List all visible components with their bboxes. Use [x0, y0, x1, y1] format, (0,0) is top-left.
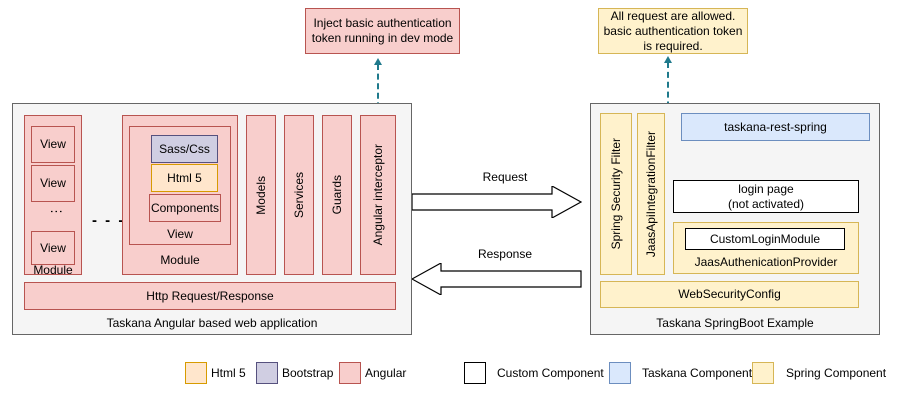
- module-b-item-components-label: Components: [150, 200, 220, 215]
- request-arrow-label: Request: [430, 170, 580, 184]
- web-security-config-label: WebSecurityConfig: [678, 287, 781, 301]
- column-guards: Guards: [322, 115, 352, 275]
- response-arrow-label: Response: [430, 247, 580, 261]
- column-services-label: Services: [291, 171, 306, 218]
- module-b-item-html5: Html 5: [151, 164, 218, 192]
- module-a-view-3-label: View: [40, 240, 66, 255]
- legend-swatch-html5: [185, 362, 207, 384]
- dashed-arrow-head-right: [664, 56, 672, 63]
- right-panel-caption-text: Taskana SpringBoot Example: [656, 316, 814, 330]
- login-page-line-1: login page: [738, 181, 794, 196]
- left-panel-caption: Taskana Angular based web application: [12, 316, 412, 330]
- column-angular-interceptor: Angular interceptor: [360, 115, 396, 275]
- module-b-view-label: View: [167, 227, 193, 241]
- legend-swatch-custom-component: [464, 362, 486, 384]
- module-b-item-html5-label: Html 5: [167, 170, 202, 185]
- module-b-view-label-wrap: View: [129, 227, 231, 242]
- response-arrow: [412, 263, 582, 295]
- taskana-rest-spring-label: taskana-rest-spring: [724, 119, 827, 134]
- column-angular-interceptor-label: Angular interceptor: [370, 144, 385, 246]
- jaas-authentication-provider-label-wrap: JaasAuthenicationProvider: [673, 253, 859, 271]
- legend-label-taskana-component: Taskana Component: [642, 362, 752, 384]
- module-b-label-wrap: Module: [122, 253, 238, 268]
- http-request-response-bar: Http Request/Response: [24, 282, 396, 310]
- legend-label-angular: Angular: [365, 362, 406, 384]
- custom-login-module-box: CustomLoginModule: [685, 228, 845, 250]
- module-a-ellipsis: ⋮: [49, 205, 64, 219]
- module-b-item-components: Components: [149, 194, 221, 222]
- module-b-label: Module: [160, 253, 200, 267]
- module-a-view-1-label: View: [40, 137, 66, 151]
- left-panel-caption-text: Taskana Angular based web application: [106, 316, 318, 330]
- filter-spring-security-label: Spring Security Filter: [608, 138, 623, 250]
- response-arrow-text: Response: [477, 247, 533, 261]
- legend-label-html5: Html 5: [211, 362, 246, 384]
- legend-label-bootstrap: Bootstrap: [282, 362, 333, 384]
- login-page-box: login page (not activated): [673, 180, 859, 213]
- module-a-view-2: View: [31, 165, 75, 202]
- modules-separator-glyph: - - -: [92, 212, 126, 229]
- module-b-item-sass-css: Sass/Css: [151, 135, 218, 163]
- legend-swatch-angular: [339, 362, 361, 384]
- jaas-authentication-provider-label: JaasAuthenicationProvider: [694, 254, 838, 269]
- dashed-arrow-head-left: [374, 58, 382, 65]
- dashed-connector-left: [377, 64, 379, 118]
- request-arrow-text: Request: [482, 170, 528, 184]
- legend-label-spring-component: Spring Component: [786, 362, 886, 384]
- legend-label-custom-component: Custom Component: [497, 362, 604, 384]
- custom-login-module-label: CustomLoginModule: [709, 231, 821, 246]
- module-a-label: Module: [33, 262, 73, 277]
- modules-separator-ellipsis: - - -: [92, 212, 125, 229]
- callout-left-text: Inject basic authentication token runnin…: [311, 16, 454, 45]
- right-panel-caption: Taskana SpringBoot Example: [590, 316, 880, 330]
- column-guards-label: Guards: [329, 175, 344, 215]
- legend-label-spring-component-text: Spring Component: [786, 366, 887, 380]
- module-a-ellipsis-glyph: ⋮: [49, 205, 64, 219]
- legend-label-bootstrap-text: Bootstrap: [282, 366, 334, 380]
- module-a-view-3: View: [31, 231, 75, 265]
- column-models: Models: [246, 115, 276, 275]
- filter-jaas-api-integration: JaasApiIntegrationFilter: [637, 113, 665, 275]
- legend-label-html5-text: Html 5: [211, 366, 246, 380]
- module-a-view-2-label: View: [40, 176, 66, 190]
- module-a-view-1: View: [31, 126, 75, 163]
- callout-right-auth-required: All request are allowed. basic authentic…: [598, 8, 748, 54]
- legend-swatch-taskana-component: [609, 362, 631, 384]
- filter-jaas-api-integration-label: JaasApiIntegrationFilter: [643, 130, 658, 258]
- web-security-config-box: WebSecurityConfig: [600, 281, 859, 308]
- filter-spring-security: Spring Security Filter: [600, 113, 632, 275]
- legend-swatch-bootstrap: [256, 362, 278, 384]
- callout-left-dev-mode: Inject basic authentication token runnin…: [305, 8, 460, 54]
- module-a-label-wrap: Module: [24, 263, 82, 277]
- column-models-label: Models: [253, 175, 268, 215]
- legend-label-custom-component-text: Custom Component: [497, 366, 604, 380]
- login-page-line-2: (not activated): [727, 196, 805, 211]
- module-b-item-sass-css-label: Sass/Css: [159, 141, 210, 156]
- request-arrow: [412, 186, 582, 218]
- callout-right-text: All request are allowed. basic authentic…: [603, 8, 743, 53]
- http-request-response-label: Http Request/Response: [146, 288, 274, 303]
- taskana-rest-spring-box: taskana-rest-spring: [681, 113, 870, 141]
- legend-label-angular-text: Angular: [365, 366, 407, 380]
- column-services: Services: [284, 115, 314, 275]
- legend-swatch-spring-component: [752, 362, 774, 384]
- legend-label-taskana-component-text: Taskana Component: [642, 366, 753, 380]
